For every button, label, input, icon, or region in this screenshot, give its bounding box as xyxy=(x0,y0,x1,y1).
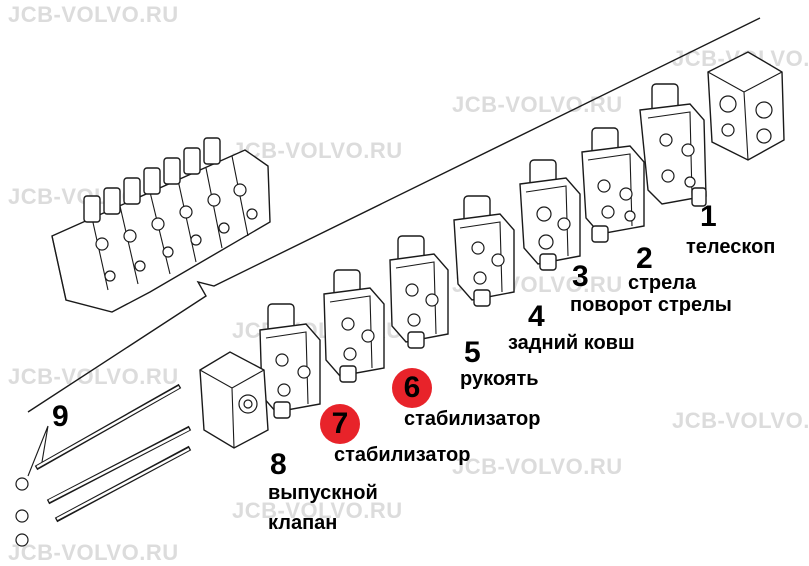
separator-line xyxy=(27,17,761,413)
callout-label-4: задний ковш xyxy=(508,332,635,354)
watermark: JCB-VOLVO.RU xyxy=(452,454,623,479)
callout-label-2: стрела xyxy=(628,272,697,294)
callout-number-4: 4 xyxy=(528,300,545,333)
callout-label-1: телескоп xyxy=(686,236,776,258)
callout-number-5: 5 xyxy=(464,336,481,369)
callout-label-6: стабилизатор xyxy=(404,408,541,430)
callout-number-9: 9 xyxy=(52,400,69,433)
valve-section-1 xyxy=(707,51,785,161)
callout-label-8-line1: выпускной xyxy=(268,482,378,504)
watermark: JCB-VOLVO.RU xyxy=(8,364,179,389)
callout-label-8-line2: клапан xyxy=(268,512,338,534)
watermark: JCB-VOLVO.RU xyxy=(672,408,809,433)
valve-section-6 xyxy=(389,235,449,349)
valve-section-8 xyxy=(199,351,269,449)
valve-section-4 xyxy=(519,159,581,271)
callout-number-1: 1 xyxy=(700,200,717,233)
valve-section-5 xyxy=(453,195,515,307)
callout-number-3: 3 xyxy=(572,260,589,293)
watermark: JCB-VOLVO.RU xyxy=(232,498,403,523)
callout-badge-7: 7 xyxy=(320,404,360,444)
tie-rods xyxy=(15,383,192,547)
callout-number-2: 2 xyxy=(636,242,653,275)
callout-label-5: рукоять xyxy=(460,368,539,390)
callout-number-8: 8 xyxy=(270,448,287,481)
callout-badge-6: 6 xyxy=(392,368,432,408)
watermark: JCB-VOLVO.RU xyxy=(8,2,179,27)
watermark: JCB-VOLVO.RU xyxy=(232,138,403,163)
callout-label-7: стабилизатор xyxy=(334,444,471,466)
valve-section-3 xyxy=(581,127,645,243)
valve-section-7b xyxy=(259,303,321,419)
valve-section-2 xyxy=(639,83,707,207)
callout-label-3: поворот стрелы xyxy=(570,294,732,316)
valve-section-7a xyxy=(323,269,385,383)
assembled-valve-block xyxy=(51,137,271,313)
watermark: JCB-VOLVO.RU xyxy=(452,92,623,117)
